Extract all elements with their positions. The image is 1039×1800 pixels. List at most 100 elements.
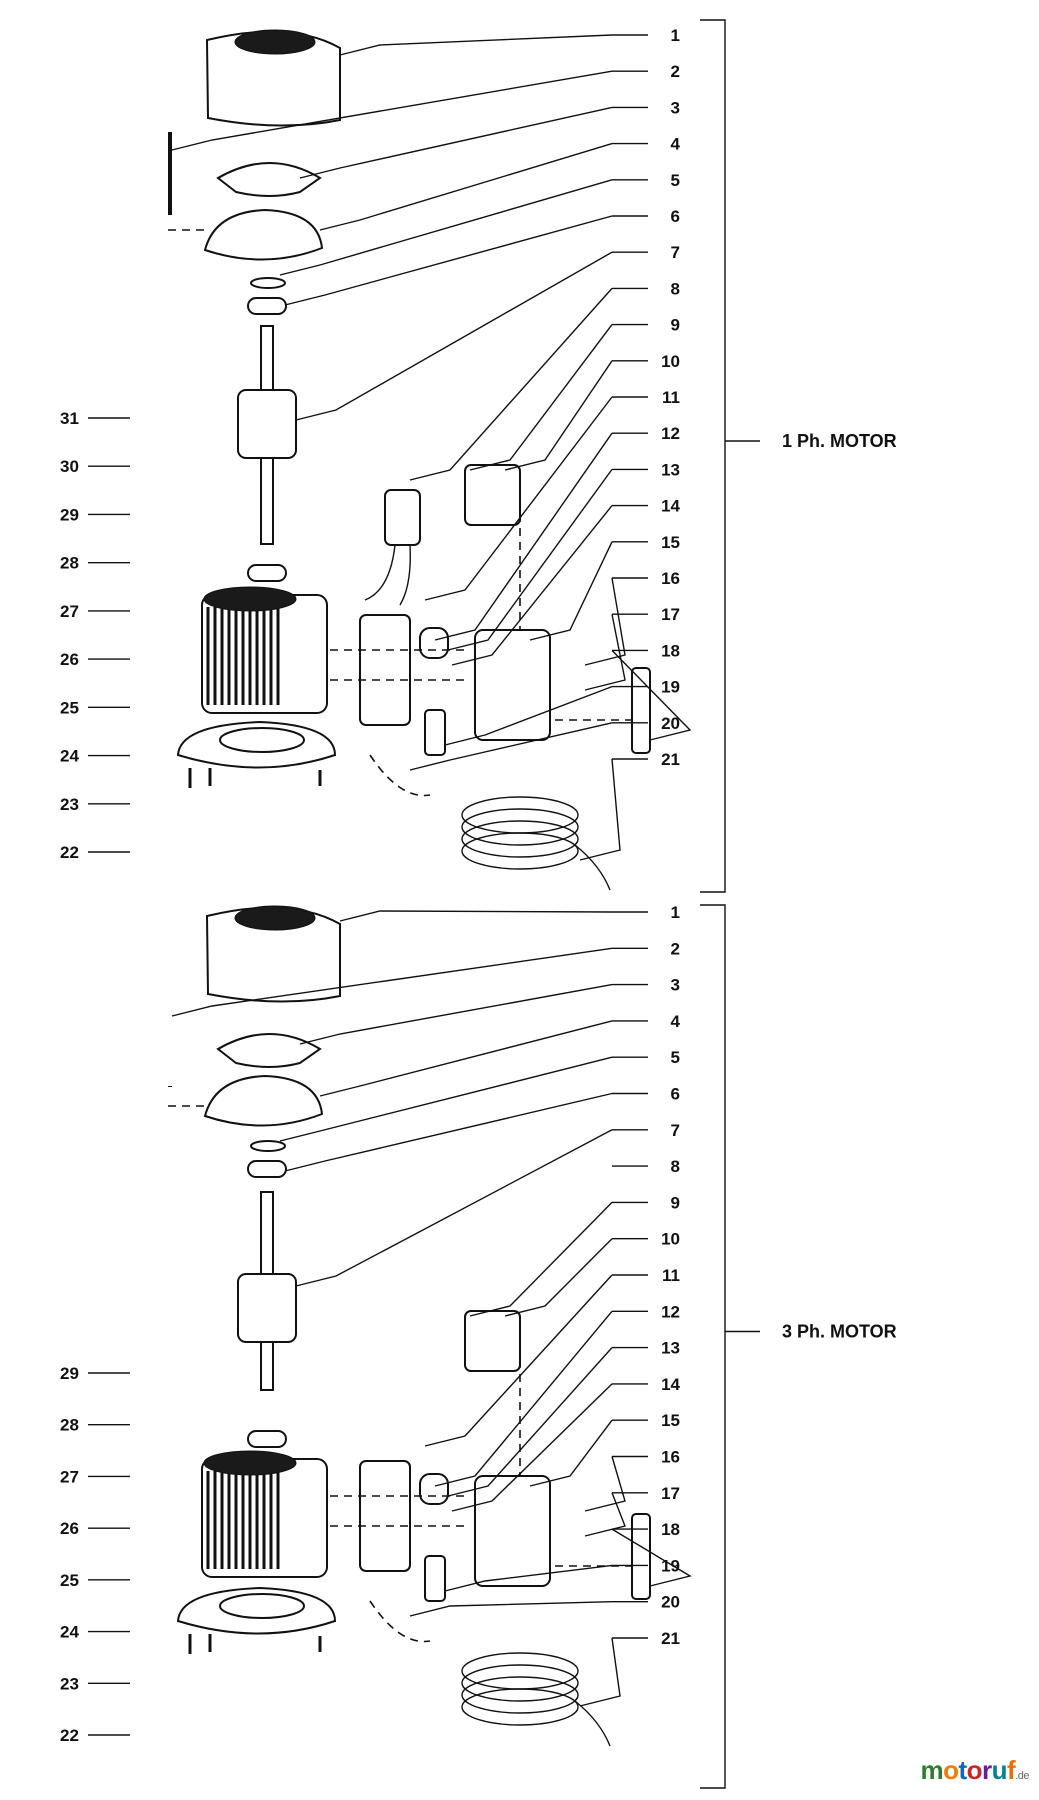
fan-cover-grille [234, 905, 316, 931]
power-cable [574, 1700, 611, 1747]
callout-label: 24 [60, 1623, 79, 1642]
rotor [237, 389, 297, 459]
bearing-lower [247, 564, 287, 582]
callout-label: 5 [671, 1048, 680, 1067]
callout-label: 27 [60, 602, 79, 621]
callout-label: 7 [671, 243, 680, 262]
callout-label: 21 [661, 1629, 680, 1648]
callout-label: 23 [60, 1674, 79, 1693]
fan-cover-grille [234, 29, 316, 55]
watermark-letter: o [966, 1755, 983, 1785]
callout-label: 11 [662, 1266, 680, 1285]
callout-label: 9 [671, 1193, 680, 1212]
section-title: 3 Ph. MOTOR [782, 1322, 897, 1342]
callout-label: 14 [661, 1375, 680, 1394]
watermark-letter: f [1007, 1755, 1016, 1785]
fan-impeller [216, 1033, 322, 1068]
callout-label: 13 [661, 460, 680, 479]
callout-label: 1 [671, 26, 680, 45]
callout-label: 8 [671, 1157, 680, 1176]
callout-label: 22 [60, 843, 79, 862]
callout-label: 2 [671, 939, 680, 958]
watermark-letter: o [943, 1755, 959, 1785]
cable-gland [419, 1473, 449, 1505]
callout-label: 18 [661, 641, 680, 660]
watermark-letter: u [991, 1755, 1008, 1785]
section-bracket [700, 904, 726, 1789]
bearing [247, 297, 287, 315]
strain-relief [424, 1555, 446, 1602]
motoruf-watermark: motoruf.de [920, 1755, 1029, 1786]
callout-label: 6 [671, 1085, 680, 1104]
cable-gland [419, 627, 449, 659]
end-shield [203, 208, 324, 261]
callout-label: 12 [661, 424, 680, 443]
watermark-letter: t [958, 1755, 967, 1785]
callout-label: 23 [60, 795, 79, 814]
callout-label: 3 [671, 976, 680, 995]
callout-label: 20 [661, 714, 680, 733]
callout-label: 20 [661, 1593, 680, 1612]
callout-label: 15 [661, 1411, 680, 1430]
callout-label: 24 [60, 747, 79, 766]
callout-label: 15 [661, 533, 680, 552]
callout-label: 26 [60, 1519, 79, 1538]
section-bracket [700, 19, 726, 893]
callout-label: 17 [661, 1484, 680, 1503]
callout-label: 21 [661, 750, 680, 769]
section-title: 1 Ph. MOTOR [782, 431, 897, 451]
callout-label: 31 [60, 409, 79, 428]
bearing-lower [247, 1430, 287, 1448]
callout-label: 26 [60, 650, 79, 669]
callout-label: 30 [60, 457, 79, 476]
callout-label: 6 [671, 207, 680, 226]
switch-housing [474, 1475, 551, 1587]
callout-label: 19 [661, 1556, 680, 1575]
watermark-letter: r [982, 1755, 992, 1785]
watermark-letter: m [920, 1755, 944, 1785]
callout-label: 1 [671, 903, 680, 922]
callout-label: 7 [671, 1121, 680, 1140]
callout-label: 17 [661, 605, 680, 624]
callout-label: 18 [661, 1520, 680, 1539]
circlip [250, 1140, 286, 1152]
switch-plate [631, 1513, 651, 1600]
watermark-suffix: .de [1015, 1770, 1029, 1782]
callout-label: 19 [661, 678, 680, 697]
bearing [247, 1160, 287, 1178]
callout-label: 16 [661, 1448, 680, 1467]
callout-label: 5 [671, 171, 680, 190]
callout-label: 4 [671, 135, 681, 154]
power-cable [574, 844, 611, 891]
watermark-word: motoruf [920, 1755, 1015, 1785]
callout-label: 29 [60, 505, 79, 524]
callout-label: 10 [661, 1230, 680, 1249]
callout-label: 16 [661, 569, 680, 588]
switch-plate [631, 667, 651, 754]
motor-section-1: 1234567891011121314151617181920213130292… [60, 19, 897, 893]
callout-label: 29 [60, 1364, 79, 1383]
capacitor [384, 489, 421, 546]
callout-label: 28 [60, 1416, 79, 1435]
strain-relief [424, 709, 446, 756]
callout-label: 22 [60, 1726, 79, 1745]
callout-label: 28 [60, 554, 79, 573]
callout-label: 9 [671, 316, 680, 335]
motor-section-2: 1234567891011121314151617181920212928272… [60, 903, 897, 1789]
fan-impeller [216, 162, 322, 197]
terminal-box-base [359, 1460, 411, 1572]
leader-lines-2 [171, 910, 692, 1707]
callout-label: 11 [662, 388, 680, 407]
callout-label: 25 [60, 1571, 79, 1590]
callout-label: 14 [661, 497, 680, 516]
callout-label: 13 [661, 1339, 680, 1358]
stator-winding [203, 1450, 297, 1476]
end-shield [203, 1074, 324, 1127]
callout-label: 12 [661, 1302, 680, 1321]
stator-winding [203, 586, 297, 612]
switch-cover [464, 464, 521, 526]
switch-cover [464, 1310, 521, 1372]
terminal-box-base [359, 614, 411, 726]
callout-label: 3 [671, 98, 680, 117]
